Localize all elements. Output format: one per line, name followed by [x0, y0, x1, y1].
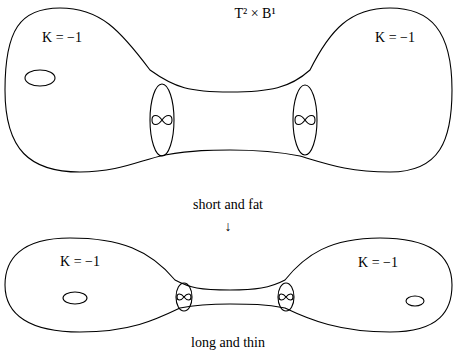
- curvature-label: K = −1: [42, 30, 82, 45]
- fat-surface-outline: [5, 8, 452, 172]
- curvature-label: K = −1: [60, 254, 100, 269]
- neck-cross-section: [293, 85, 317, 155]
- torus-symbol: [177, 294, 191, 300]
- caption-text: short and fat: [193, 197, 263, 212]
- torus-symbol: [279, 294, 293, 300]
- hole-ellipse: [63, 292, 87, 304]
- hole-ellipse: [25, 70, 55, 86]
- hole-ellipse: [406, 296, 424, 306]
- neck-cross-section: [150, 84, 174, 156]
- curvature-label: K = −1: [358, 255, 398, 270]
- neck-cross-section: [176, 283, 192, 311]
- thin-surface-outline: [5, 238, 452, 332]
- arrow-symbol: ↓: [225, 219, 232, 234]
- caption-text: long and thin: [191, 335, 265, 350]
- manifold-label: T² × B¹: [234, 6, 275, 21]
- curvature-label: K = −1: [375, 30, 415, 45]
- torus-symbol: [295, 116, 315, 125]
- torus-symbol: [152, 116, 172, 125]
- neck-cross-section: [278, 283, 294, 311]
